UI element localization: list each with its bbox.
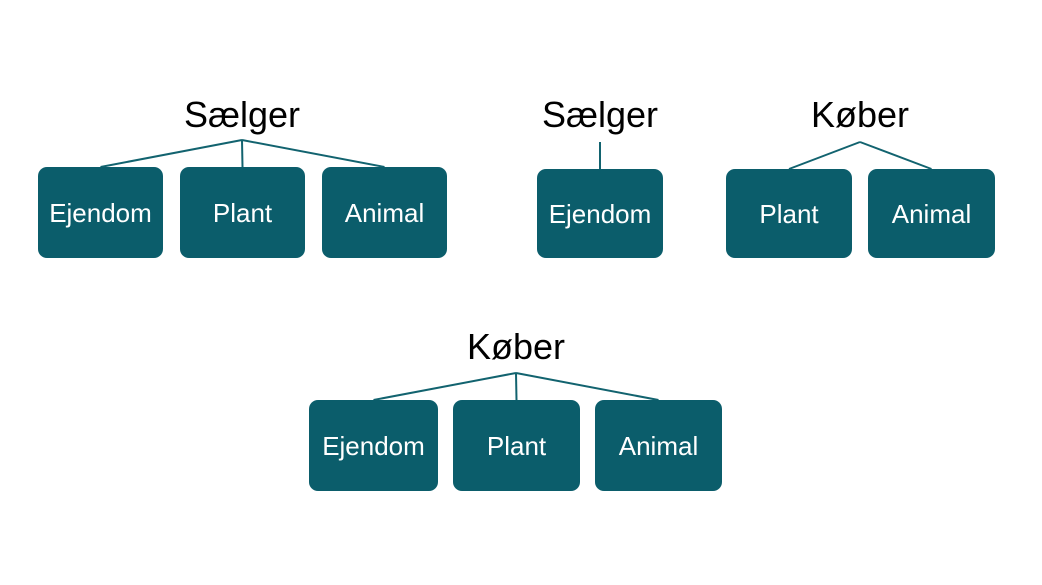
node-box[interactable]: Ejendom (38, 167, 163, 258)
node-box[interactable]: Ejendom (537, 169, 663, 258)
node-label: Ejendom (49, 197, 152, 228)
node-box[interactable]: Animal (322, 167, 447, 258)
connector-line (373, 372, 517, 401)
node-box[interactable]: Plant (453, 400, 580, 491)
group-title: Køber (466, 326, 566, 367)
connector-line (515, 372, 659, 401)
node-box[interactable]: Ejendom (309, 400, 438, 491)
node-label: Plant (212, 197, 273, 228)
node-box[interactable]: Animal (868, 169, 995, 258)
group-title: Sælger (541, 94, 659, 135)
group-title: Sælger (183, 94, 301, 135)
node-label: Animal (344, 197, 425, 228)
group-title: Køber (810, 94, 910, 135)
node-label: Animal (891, 198, 972, 229)
node-box[interactable]: Plant (726, 169, 852, 258)
node-label: Plant (486, 430, 547, 461)
node-label: Plant (759, 198, 819, 229)
connector-line (515, 372, 518, 401)
node-box[interactable]: Plant (180, 167, 305, 258)
node-label: Ejendom (322, 430, 425, 461)
node-label: Ejendom (548, 198, 652, 229)
node-label: Animal (618, 430, 699, 461)
node-box[interactable]: Animal (595, 400, 722, 491)
